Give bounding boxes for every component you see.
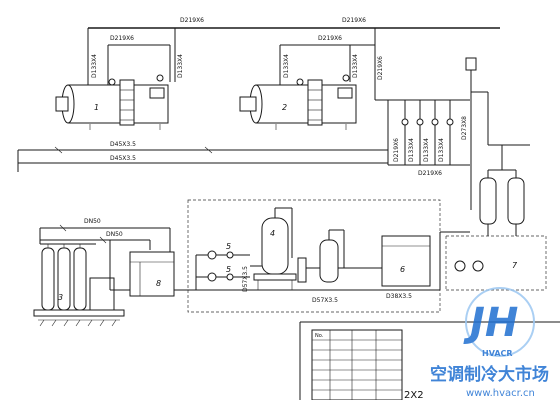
boiler-1-number: 1: [94, 103, 99, 112]
pipe-label-header-drop: D219X6: [377, 56, 384, 80]
pump-discharge-line: [188, 231, 470, 291]
boiler-2: 2: [239, 74, 357, 130]
water-return-lines: [17, 146, 388, 172]
title-block-bottom: 2X2: [404, 390, 424, 400]
expansion-tank-set: 7: [445, 145, 547, 291]
pumps: 5 5: [195, 242, 250, 290]
gas-bottle-set: 3: [33, 243, 125, 327]
boiler-2-number: 2: [282, 103, 287, 112]
pipe-label-pump-line-2: D57X3.5: [242, 266, 249, 292]
pipe-label-riser-3: D133X4: [283, 54, 290, 78]
pipe-label-vertical-right: D273X8: [461, 116, 468, 140]
pipe-label-lower-header: D219X6: [418, 170, 442, 177]
gas-bottle-number: 3: [58, 293, 63, 302]
pipe-label-branch-3: D133X4: [423, 138, 430, 162]
pipe-label-main: D219X6: [180, 17, 204, 24]
pipe-label-water-2: D45X3.5: [110, 155, 136, 162]
pipe-label-branch-4: D133X4: [438, 138, 445, 162]
pipe-label-riser-2: D133X4: [177, 54, 184, 78]
steam-branches: [401, 57, 530, 210]
softener-unit: 4: [250, 207, 360, 290]
hvacr-brand: HVACR: [482, 349, 513, 358]
pump-b-number: 5: [226, 265, 231, 274]
pipe-label-riser-1: D133X4: [91, 54, 98, 78]
pipe-label-header-right: D219X6: [342, 17, 366, 24]
brine-tank: 8: [129, 251, 175, 297]
pipe-label-branch-2: D133X4: [408, 138, 415, 162]
water-tank-number: 6: [400, 265, 405, 274]
softener-number: 4: [270, 229, 275, 238]
hvacr-logo-mark: JH: [463, 300, 518, 346]
pipe-label-pump-line: D57X3.5: [312, 297, 338, 304]
title-block: No. 2X2: [299, 321, 560, 401]
water-tank: 6: [360, 235, 431, 287]
pipe-label-header-mid: D219X6: [318, 35, 342, 42]
pipe-label-branch-1: D219X6: [393, 138, 400, 162]
boiler-1: 1: [55, 74, 169, 130]
pipe-label-tank-out: D38X3.5: [386, 293, 412, 300]
pipe-label-header-left: D219X6: [110, 35, 134, 42]
hvacr-watermark: JH HVACR 空调制冷大市场 www.hvacr.cn: [430, 287, 549, 399]
hvacr-title: 空调制冷大市场: [430, 364, 549, 385]
pipe-label-dn50-bottom: DN50: [106, 231, 123, 238]
hvacr-url: www.hvacr.cn: [466, 388, 535, 399]
pipe-label-dn50-top: DN50: [84, 218, 101, 225]
steam-main-header: [87, 27, 500, 166]
pipe-label-riser-4: D133X4: [352, 54, 359, 78]
expansion-tank-number: 7: [512, 261, 518, 270]
pipe-label-water-1: D45X3.5: [110, 141, 136, 148]
pump-a-number: 5: [226, 242, 231, 251]
brine-tank-number: 8: [156, 279, 161, 288]
title-block-header: No.: [315, 333, 324, 339]
